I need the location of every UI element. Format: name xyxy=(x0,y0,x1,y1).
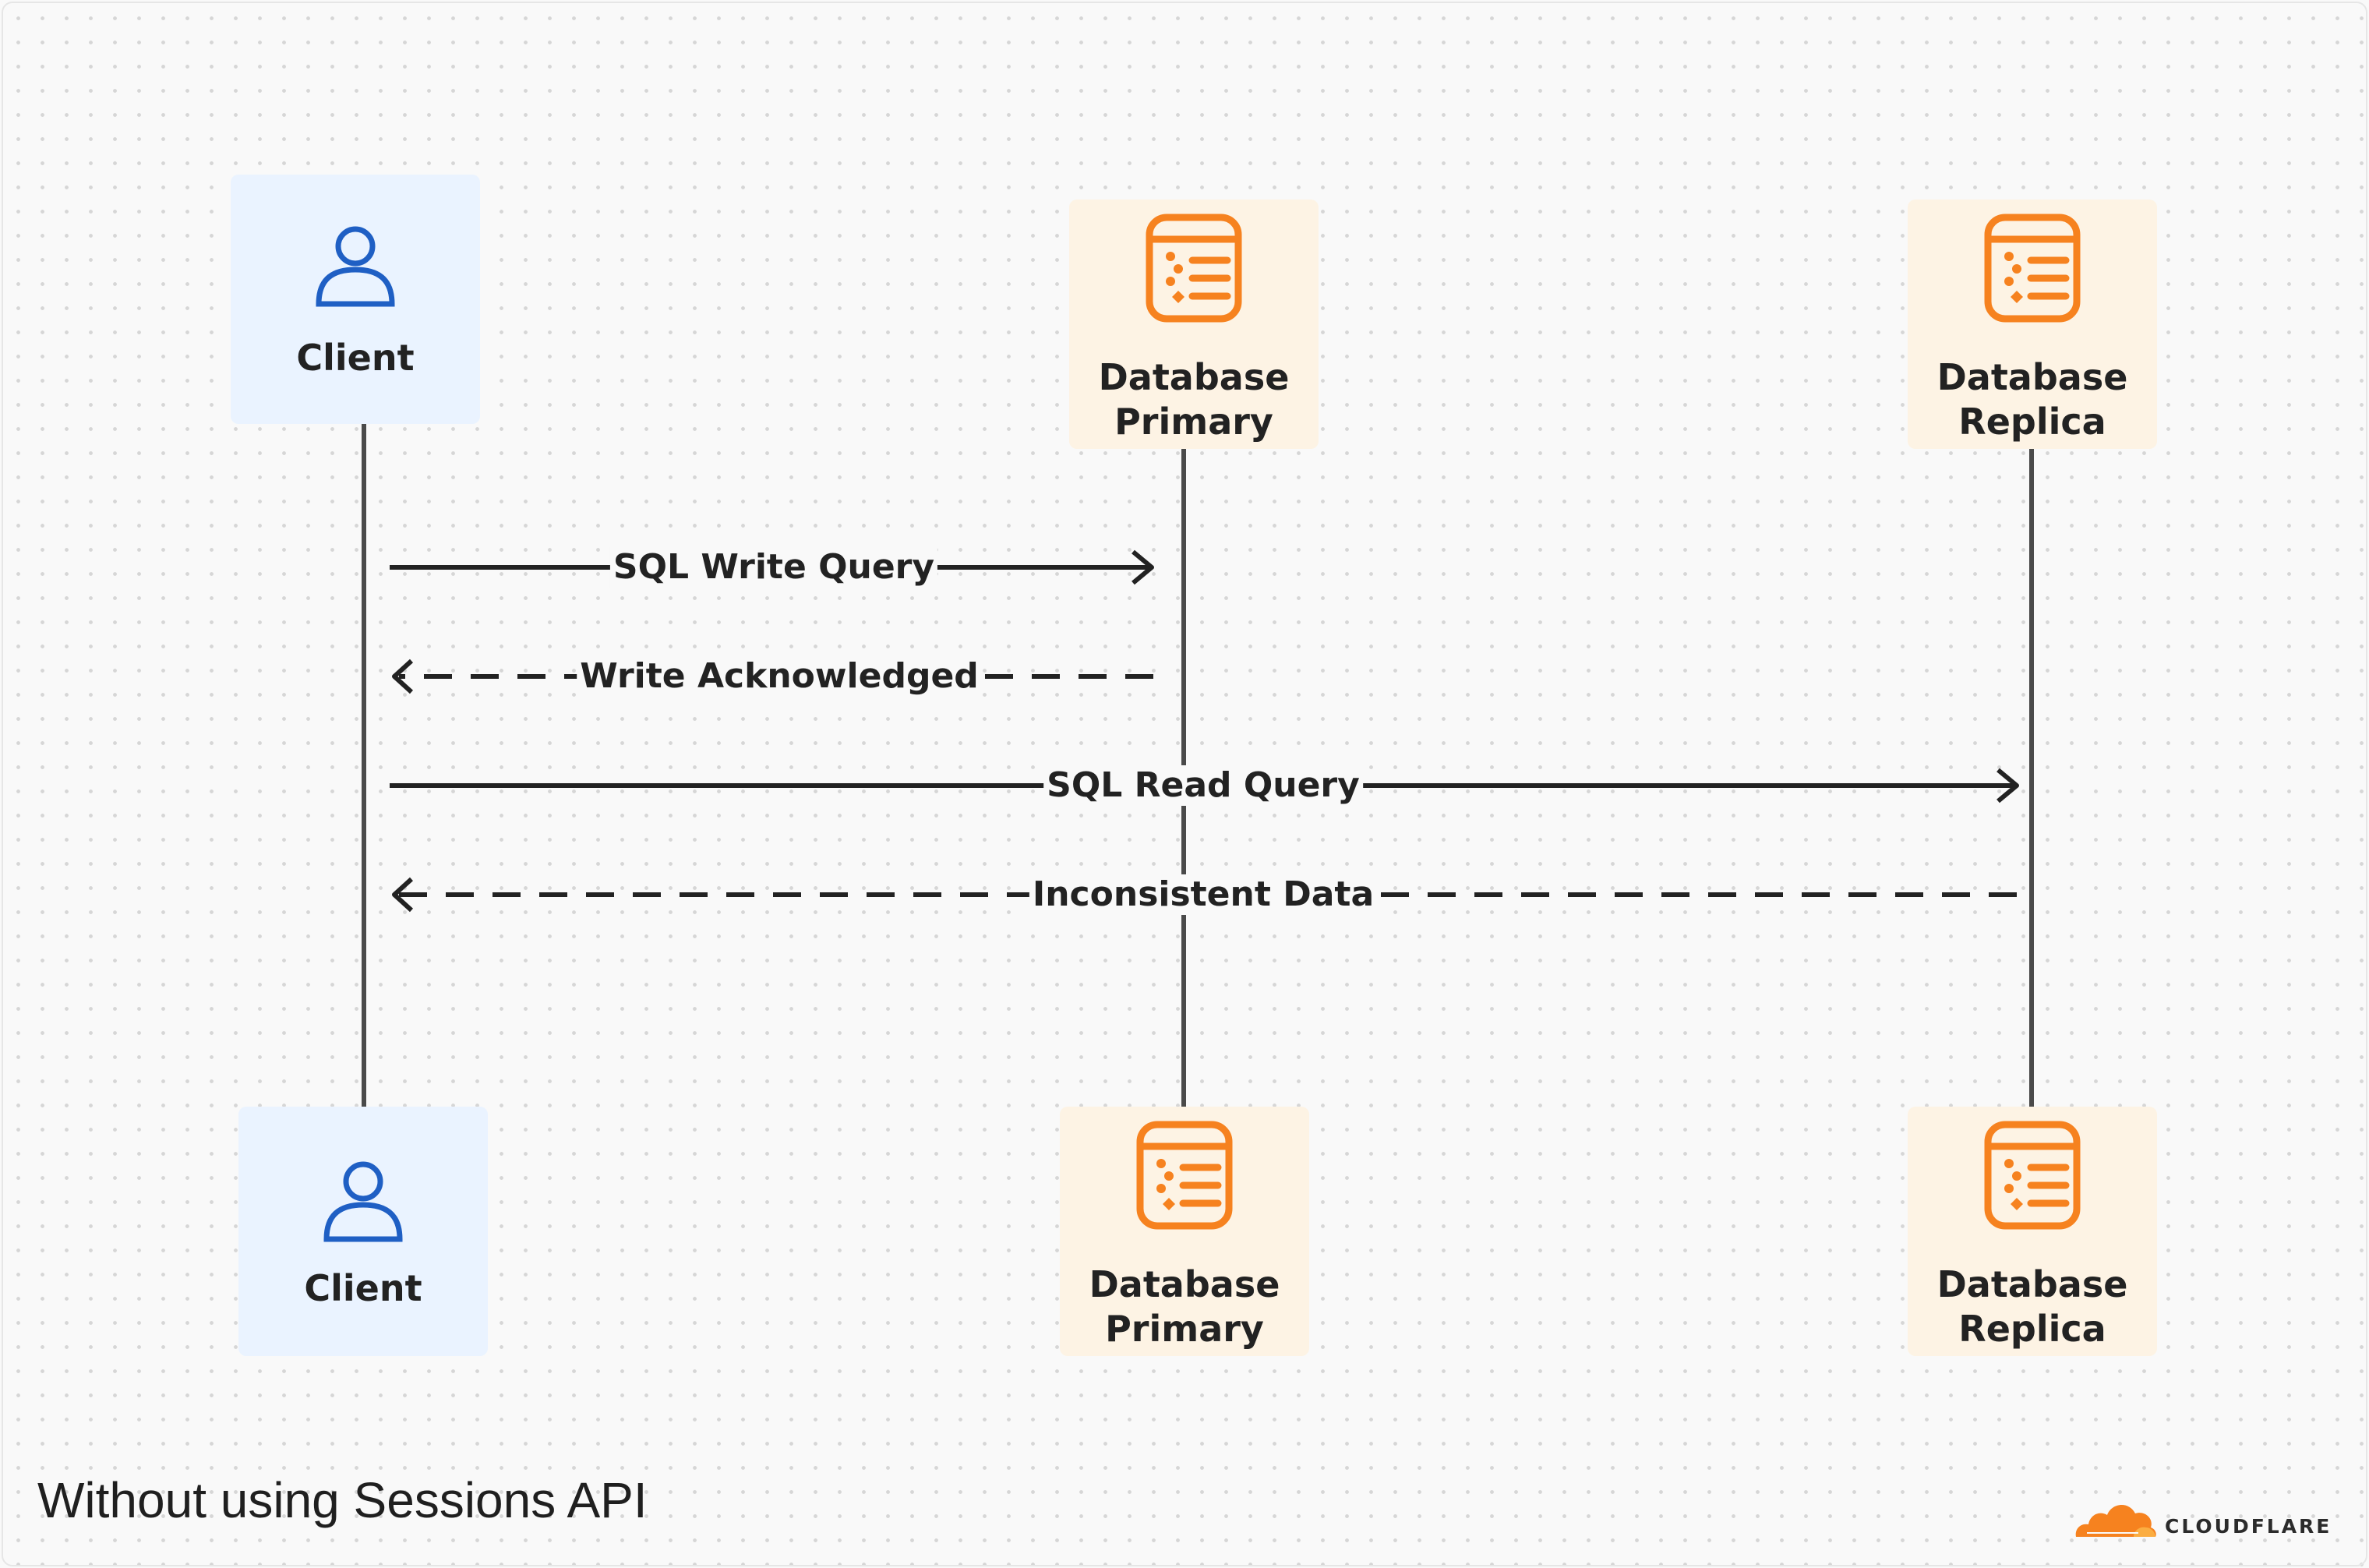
client-lifeline xyxy=(362,421,366,1107)
database-icon xyxy=(1136,1121,1233,1230)
client-participant-bottom: Client xyxy=(238,1107,488,1356)
replica-label: Database Replica xyxy=(1937,1263,2128,1350)
primary-participant-top: Database Primary xyxy=(1069,200,1319,449)
client-label: Client xyxy=(296,337,415,379)
replica-participant-top: Database Replica xyxy=(1908,200,2157,449)
replica-lifeline xyxy=(2029,444,2034,1107)
primary-participant-bottom: Database Primary xyxy=(1060,1107,1309,1356)
replica-label: Database Replica xyxy=(1937,356,2128,443)
primary-label: Database Primary xyxy=(1089,1263,1280,1350)
inconsistent-data-arrowhead xyxy=(392,877,414,913)
client-participant-top: Client xyxy=(231,175,480,424)
sql-read-arrowhead xyxy=(1997,768,2019,803)
client-label: Client xyxy=(304,1267,422,1309)
diagram-caption: Without using Sessions API xyxy=(37,1472,648,1528)
cloudflare-wordmark: CLOUDFLARE xyxy=(2165,1515,2332,1538)
cloud-icon xyxy=(2075,1504,2156,1537)
user-icon xyxy=(316,226,395,307)
replica-participant-bottom: Database Replica xyxy=(1908,1107,2157,1356)
message-label-sql-write: SQL Write Query xyxy=(609,547,938,588)
database-icon xyxy=(1984,1121,2081,1230)
user-icon xyxy=(323,1161,403,1242)
cloudflare-logo: CLOUDFLARE xyxy=(2073,1487,2329,1542)
primary-label: Database Primary xyxy=(1098,356,1290,443)
sql-write-arrowhead xyxy=(1132,549,1154,585)
write-ack-arrowhead xyxy=(392,659,414,694)
message-label-sql-read: SQL Read Query xyxy=(1043,765,1363,806)
database-icon xyxy=(1984,214,2081,323)
database-icon xyxy=(1146,214,1242,323)
message-label-write-ack: Write Acknowledged xyxy=(577,656,982,697)
message-label-inconsistent-data: Inconsistent Data xyxy=(1029,874,1378,915)
